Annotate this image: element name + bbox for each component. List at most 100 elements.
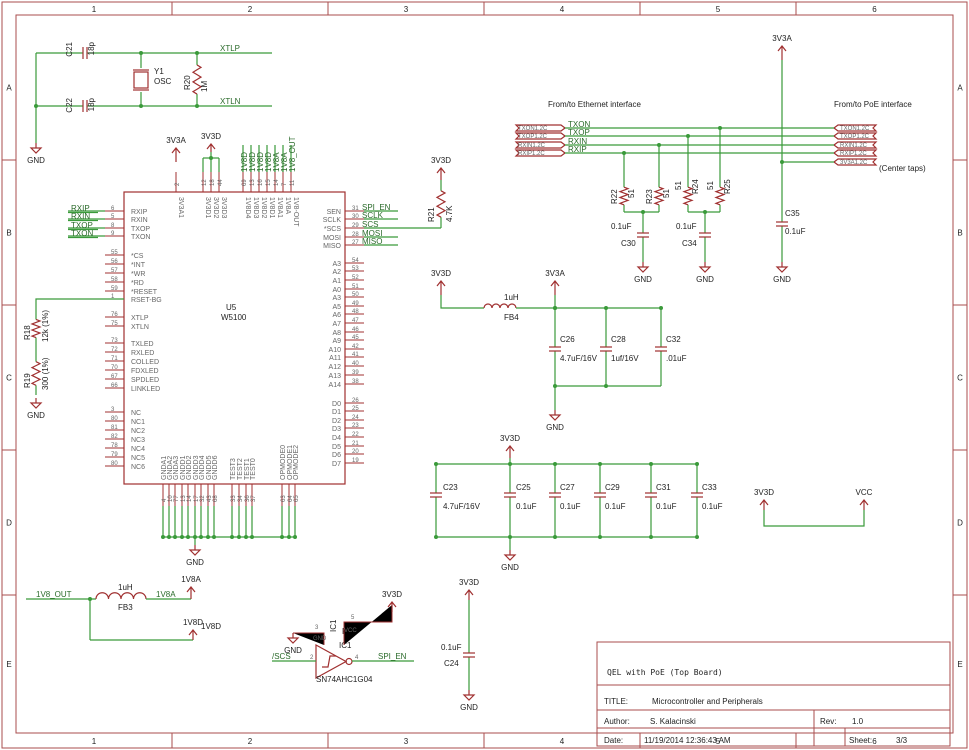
u5-pin-label: A6 (332, 312, 341, 319)
c21-name: C21 (65, 41, 74, 56)
c25-name: C25 (516, 483, 531, 492)
row-label-C: C (6, 374, 12, 383)
net-MISO: MISO (362, 237, 382, 246)
u5-top-net: 1V8D (264, 152, 273, 172)
1v8a-net: 1V8A (156, 590, 176, 599)
ethernet-net-TXOP: TXOP (568, 128, 590, 137)
r21-icon (435, 190, 447, 218)
u5-pin-number: 22 (352, 432, 359, 438)
u5-pin-number: 38 (352, 379, 359, 385)
u5-pin-number: 59 (111, 286, 118, 292)
u5-pin-number: 50 (352, 292, 359, 298)
c22-value: 18p (87, 97, 96, 111)
u5-pin-number: 12 (202, 179, 208, 186)
u5-pin-label: NC1 (131, 419, 145, 426)
junction-dot (206, 535, 210, 539)
ethernet-port-left (514, 132, 566, 140)
junction-dot (780, 160, 784, 164)
row-label-right-E: E (957, 660, 962, 669)
u5-pin-number: 26 (352, 398, 359, 404)
junction-dot (604, 384, 608, 388)
ground-icon (188, 549, 202, 556)
ground-icon (698, 266, 712, 273)
supply-label: 3V3D (201, 132, 221, 141)
r23-name: R23 (645, 189, 654, 204)
u5-pin-label: NC4 (131, 446, 145, 453)
ethernet-net-TXON: TXON (568, 120, 590, 129)
ic1-out-pin: 4 (355, 655, 359, 661)
supply-label: 1V8A (181, 575, 201, 584)
u5-pin-label: SCLK (323, 217, 342, 224)
u5-pin-label: GNDA3 (173, 456, 180, 480)
ic1-name: IC1 (339, 641, 352, 650)
u5-pin-label: TXON (131, 234, 150, 241)
r18-value: 12k (1%) (41, 310, 50, 342)
u5-pin-label: FDXLED (131, 368, 159, 375)
u5-pin-label: GNDD4 (199, 455, 206, 480)
c29-name: C29 (605, 483, 620, 492)
r25-value: 51 (706, 181, 715, 190)
u5-pin-number: 16 (258, 179, 264, 186)
u5-pin-label: MISO (323, 243, 341, 250)
u5-pin-label: A5 (332, 304, 341, 311)
u5-pin-label: A8 (332, 330, 341, 337)
supply-arrow-icon (186, 586, 196, 593)
junction-dot (686, 134, 690, 138)
junction-dot (553, 306, 557, 310)
supply-arrow-icon (759, 499, 769, 506)
title-block-sheet-label: Sheet: (849, 736, 872, 745)
u5-pin-number: 80 (111, 461, 118, 467)
rset-wire (35, 298, 124, 312)
u5-pin-label: GNDD2 (186, 455, 193, 480)
title-block-rev-label: Rev: (820, 717, 836, 726)
ground-label: GND (773, 275, 791, 284)
u5-pin-number: 43 (207, 495, 213, 502)
junction-dot (293, 535, 297, 539)
u5-pin-label: OPMODE2 (293, 445, 300, 480)
row-label-A: A (6, 84, 12, 93)
supply-label: 3V3D (459, 578, 479, 587)
u5-pin-label: NC2 (131, 428, 145, 435)
u5-pin-label: *INT (131, 262, 146, 269)
u5-pin-label: A10 (329, 347, 342, 354)
r19-value: 300 (1%) (41, 357, 50, 390)
row-label-right-A: A (957, 84, 963, 93)
u5-pin-number: 55 (111, 250, 118, 256)
col-label-bottom-1: 1 (92, 737, 97, 746)
r20-value: 1M (200, 81, 209, 92)
u5-pin-number: 54 (352, 258, 359, 264)
u5-pin-label: D6 (332, 452, 341, 459)
u5-pin-number: 42 (352, 344, 359, 350)
c32-value: .01uF (666, 354, 687, 363)
u5-pin-number: 57 (111, 268, 118, 274)
crystal-icon (133, 71, 149, 89)
ethernet-port-left-label: RXIN1.2C (518, 143, 546, 149)
c31-name: C31 (656, 483, 671, 492)
ground-label: GND (27, 411, 45, 420)
c30-name: C30 (621, 239, 636, 248)
supply-arrow-icon (550, 280, 560, 287)
u5-pin-label: GNDA1 (161, 456, 168, 480)
u5-pin-label: A13 (329, 373, 342, 380)
junction-dot (280, 535, 284, 539)
u5-pin-number: 48 (352, 309, 359, 315)
u5-pin-number: 4 (162, 498, 168, 502)
u5-pin-number: 67 (111, 374, 118, 380)
r20-name: R20 (183, 75, 192, 90)
r24-name: R24 (691, 179, 700, 194)
net-TXOP: TXOP (71, 221, 93, 230)
junction-dot (167, 535, 171, 539)
supply-arrow-icon (436, 280, 446, 287)
row-label-D: D (6, 519, 12, 528)
r19-name: R19 (23, 373, 32, 388)
u5-pin-label: 3V3D1 (204, 197, 211, 219)
u5-pin-label: 1V8-OUT (292, 197, 299, 227)
u5-pin-label: NC6 (131, 464, 145, 471)
poe-port-right-label: RXIN1.2C (840, 143, 868, 149)
u5-pin-label: GNDD6 (212, 455, 219, 480)
u5-pin-number: 3 (111, 407, 115, 413)
net-SCLK: SCLK (362, 211, 384, 220)
row-label-B: B (6, 229, 11, 238)
u5-pin-number: 34 (238, 495, 244, 502)
u5-pin-number: 75 (111, 321, 118, 327)
